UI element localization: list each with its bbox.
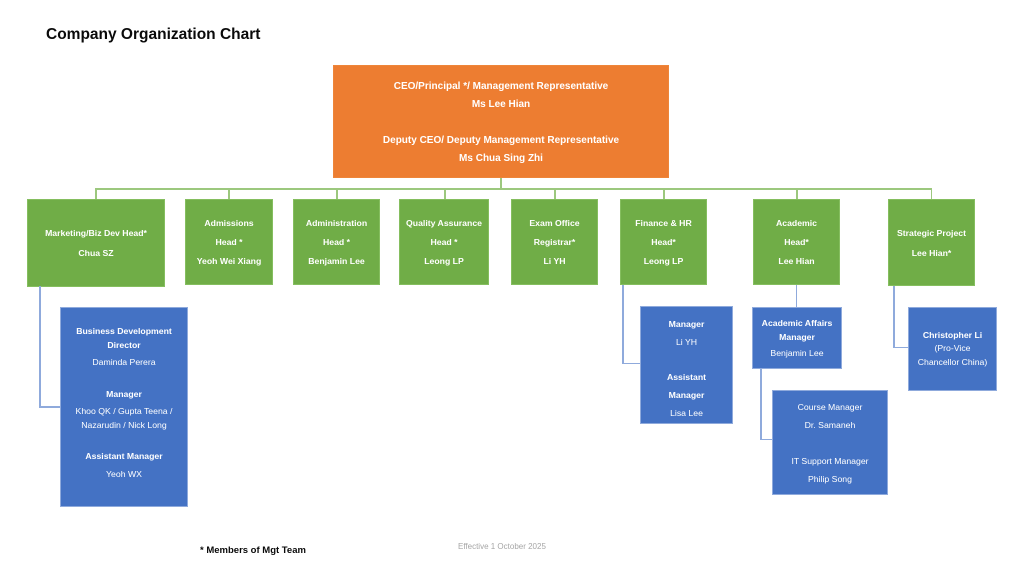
quality-assurance-dept: Quality Assurance — [406, 217, 482, 228]
busdev-assistant-manager-role: Assistant Manager — [85, 451, 163, 461]
course-manager-role: Course Manager — [797, 402, 863, 412]
blue-box-academic-affairs: Academic Affairs Manager Benjamin Lee — [752, 307, 842, 369]
green-box-exam-office: Exam Office Registrar* Li YH — [511, 199, 598, 285]
busdev-director-role: Business Development Director — [76, 326, 172, 350]
academic-affairs-name: Benjamin Lee — [770, 348, 824, 358]
connector-drop-finance-hr — [663, 188, 665, 199]
mgt-team-footnote: * Members of Mgt Team — [200, 545, 306, 556]
finance-manager-name: Li YH — [675, 337, 698, 347]
finance-hr-name: Leong LP — [643, 255, 684, 266]
green-box-academic: Academic Head* Lee Hian — [753, 199, 840, 285]
connector-ceo-stub — [500, 178, 502, 189]
marketing-role: Marketing/Biz Dev Head* — [45, 228, 147, 238]
quality-assurance-name: Leong LP — [424, 255, 464, 266]
exam-office-role: Registrar* — [533, 236, 576, 247]
admissions-role: Head * — [215, 236, 243, 247]
connector-academic-affairs-vertical — [795, 285, 797, 307]
pro-vice-role: (Pro-Vice Chancellor China) — [917, 343, 988, 367]
blue-box-finance-team: Manager Li YH Assistant Manager Lisa Lee — [640, 306, 733, 424]
academic-role: Head* — [784, 236, 809, 247]
strategic-project-name: Lee Hian* — [911, 247, 952, 258]
connector-marketing-team-horizontal — [39, 406, 60, 408]
finance-hr-dept: Finance & HR — [635, 217, 692, 228]
connector-marketing-team-vertical — [39, 286, 41, 407]
deputy-ceo-role-line: Deputy CEO/ Deputy Management Representa… — [382, 135, 620, 146]
page-title: Company Organization Chart — [46, 26, 261, 43]
academic-name: Lee Hian — [778, 255, 815, 266]
finance-assistant-manager-name: Lisa Lee — [670, 408, 703, 418]
strategic-project-dept: Strategic Project — [896, 227, 967, 238]
it-support-manager-name: Philip Song — [808, 474, 852, 484]
deputy-ceo-name-line: Ms Chua Sing Zhi — [459, 153, 543, 164]
connector-drop-academic — [796, 188, 798, 199]
connector-drop-administration — [336, 188, 338, 199]
quality-assurance-role: Head * — [430, 236, 458, 247]
busdev-manager-role: Manager — [106, 388, 142, 399]
connector-course-team-vertical — [760, 369, 762, 440]
administration-role: Head * — [322, 236, 351, 247]
ceo-name-line: Ms Lee Hian — [471, 99, 531, 110]
ceo-role-line: CEO/Principal */ Management Representati… — [393, 81, 609, 92]
blue-box-pro-vice: Christopher Li (Pro-Vice Chancellor Chin… — [908, 307, 997, 391]
green-box-admissions: Admissions Head * Yeoh Wei Xiang — [185, 199, 273, 285]
green-box-administration: Administration Head * Benjamin Lee — [293, 199, 380, 285]
blue-box-business-development: Business Development Director Daminda Pe… — [60, 307, 188, 507]
busdev-assistant-manager-name: Yeoh WX — [106, 468, 142, 479]
marketing-name: Chua SZ — [78, 248, 114, 258]
finance-manager-role: Manager — [668, 319, 705, 329]
green-box-finance-hr: Finance & HR Head* Leong LP — [620, 199, 707, 285]
pro-vice-name: Christopher Li — [922, 329, 983, 340]
connector-level2-horizontal — [95, 188, 932, 190]
finance-assistant-manager-role: Assistant Manager — [666, 372, 707, 400]
connector-drop-strategic-project — [930, 188, 932, 199]
administration-dept: Administration — [305, 217, 368, 228]
connector-course-team-horizontal — [760, 438, 772, 440]
ceo-box: CEO/Principal */ Management Representati… — [333, 65, 669, 178]
green-box-strategic-project: Strategic Project Lee Hian* — [888, 199, 975, 286]
connector-finance-team-horizontal — [622, 362, 640, 364]
connector-pro-vice-vertical — [893, 286, 895, 348]
it-support-manager-role: IT Support Manager — [791, 456, 869, 466]
busdev-director-name: Daminda Perera — [92, 357, 156, 367]
busdev-manager-names: Khoo QK / Gupta Teena / Nazarudin / Nick… — [75, 406, 173, 430]
finance-hr-role: Head* — [651, 236, 676, 247]
exam-office-dept: Exam Office — [529, 217, 580, 228]
green-box-marketing: Marketing/Biz Dev Head* Chua SZ — [27, 199, 165, 287]
exam-office-name: Li YH — [543, 255, 566, 266]
connector-drop-quality-assurance — [444, 188, 446, 199]
effective-date: Effective 1 October 2025 — [458, 542, 546, 551]
connector-drop-exam-office — [554, 188, 556, 199]
course-manager-name: Dr. Samaneh — [804, 420, 856, 430]
connector-drop-marketing — [95, 188, 97, 199]
administration-name: Benjamin Lee — [308, 255, 365, 266]
connector-pro-vice-horizontal — [893, 346, 908, 348]
ceo-spacer-line — [334, 114, 668, 132]
academic-affairs-role: Academic Affairs Manager — [761, 318, 833, 342]
green-box-quality-assurance: Quality Assurance Head * Leong LP — [399, 199, 489, 285]
academic-dept: Academic — [775, 217, 818, 228]
blue-box-course-it: Course Manager Dr. Samaneh IT Support Ma… — [772, 390, 888, 495]
connector-finance-team-vertical — [622, 285, 624, 364]
admissions-dept: Admissions — [204, 217, 254, 228]
connector-drop-admissions — [228, 188, 230, 199]
admissions-name: Yeoh Wei Xiang — [196, 255, 262, 266]
